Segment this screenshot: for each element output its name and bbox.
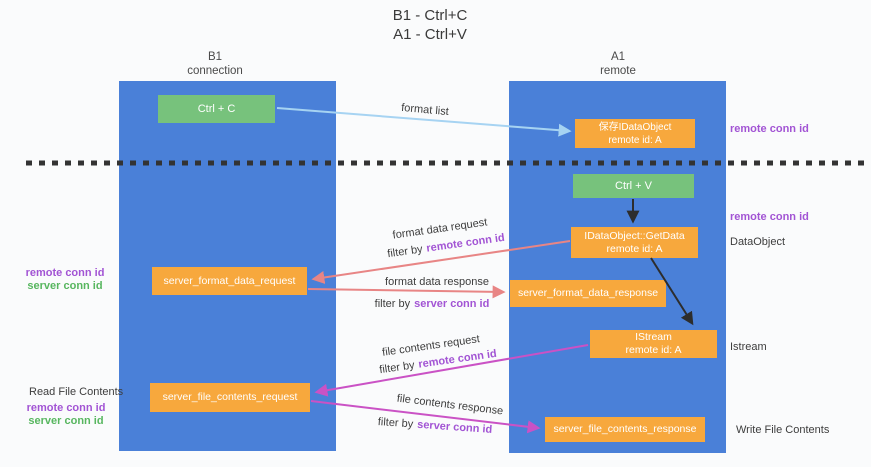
istream-line1: IStream <box>635 331 672 343</box>
ctrl-v-label: Ctrl + V <box>615 180 652 192</box>
node-server-file-contents-response: server_file_contents_response <box>545 417 705 442</box>
filter-server-conn-id-2: server conn id <box>416 418 493 436</box>
format-data-response-arrow <box>307 285 506 299</box>
annotation-remote-conn-id-top: remote conn id <box>730 123 809 135</box>
lane-a1-subtitle: remote <box>600 65 636 77</box>
annotation-remote-conn-id-mid: remote conn id <box>730 211 809 223</box>
annotation-read-file-contents: Read File Contents <box>29 386 124 398</box>
annotation-write-file-contents: Write File Contents <box>736 424 830 436</box>
left-server-conn-id-bottom: server conn id <box>28 415 104 427</box>
node-idataobject-getdata: IDataObject::GetData remote id: A <box>571 227 698 258</box>
ctrl-c-label: Ctrl + C <box>197 103 236 115</box>
flow-label-format-data-response: format data response <box>385 276 489 288</box>
server-format-data-response-label: server_format_data_response <box>517 287 659 299</box>
filter-by-text-3: filter by <box>378 359 416 377</box>
flow-label-file-contents-response: file contents response <box>396 392 504 418</box>
annotation-dataobject: DataObject <box>730 236 786 248</box>
node-server-format-data-response: server_format_data_response <box>510 280 666 307</box>
filter-server-conn-id-1: server conn id <box>414 298 490 310</box>
title-line-b1: B1 - Ctrl+C <box>392 7 468 24</box>
save-idataobject-line2: remote id: A <box>608 134 662 146</box>
left-server-conn-id-top: server conn id <box>27 280 103 292</box>
server-file-contents-request-label: server_file_contents_request <box>162 391 298 403</box>
lane-b1-name: B1 <box>207 51 223 63</box>
getdata-line2: remote id: A <box>606 242 663 255</box>
istream-line2: remote id: A <box>625 344 682 356</box>
lane-a1-name: A1 <box>610 51 626 63</box>
annotation-left-conn-ids-bottom: remote conn id server conn id <box>16 402 116 428</box>
left-remote-conn-id-top: remote conn id <box>25 267 105 279</box>
title-line-a1: A1 - Ctrl+V <box>393 26 467 43</box>
filter-by-text-4: filter by <box>377 416 414 431</box>
annotation-istream: Istream <box>730 341 767 353</box>
getdata-line1: IDataObject::GetData <box>584 229 685 242</box>
flow-label-format-list: format list <box>400 101 450 119</box>
left-remote-conn-id-bottom: remote conn id <box>26 402 106 414</box>
node-server-file-contents-request: server_file_contents_request <box>150 383 310 412</box>
diagram-title: B1 - Ctrl+C A1 - Ctrl+V <box>310 6 550 44</box>
node-ctrl-v: Ctrl + V <box>573 174 694 198</box>
server-format-data-request-label: server_format_data_request <box>163 274 296 287</box>
server-file-contents-response-label: server_file_contents_response <box>553 423 697 435</box>
node-server-format-data-request: server_format_data_request <box>152 267 307 295</box>
save-idataobject-line1: 保存IDataObject <box>598 121 672 133</box>
lane-b1-subtitle: connection <box>187 65 243 77</box>
node-ctrl-c: Ctrl + C <box>158 95 275 123</box>
lane-header-b1: B1 connection <box>160 50 270 78</box>
node-istream: IStream remote id: A <box>590 330 717 358</box>
filter-by-text-2: filter by <box>374 298 411 310</box>
filter-by-text-1: filter by <box>386 243 424 261</box>
annotation-left-conn-ids-top: remote conn id server conn id <box>15 267 115 293</box>
lane-header-a1: A1 remote <box>563 50 673 78</box>
node-save-idataobject: 保存IDataObject remote id: A <box>575 119 695 148</box>
